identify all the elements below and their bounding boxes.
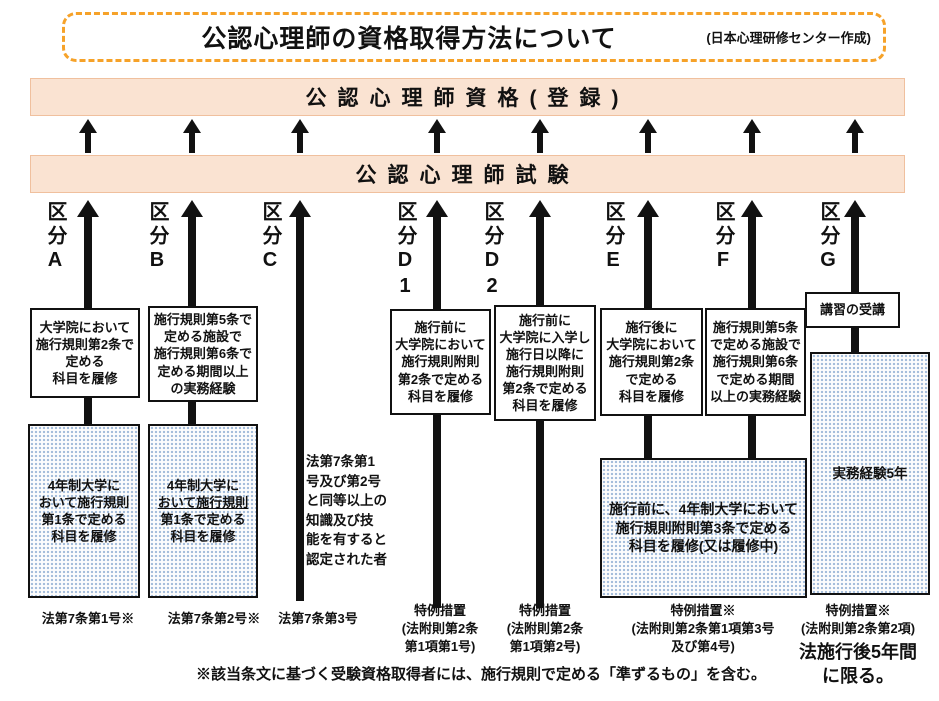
page-title: 公認心理師の資格取得方法について [201,25,617,53]
column-label-b: 区分B [146,201,168,275]
registration-bar: 公認心理師資格(登録) [30,78,905,116]
column-label-d2: 区分D2 [481,201,503,301]
route-d2-connector [536,421,544,608]
exam-bar: 公認心理師試験 [30,155,905,193]
route-a-arrow [77,200,99,308]
route-g-experience-box: 実務経験5年 [810,352,930,595]
route-e-arrow [637,200,659,308]
route-b-connector [188,402,196,424]
route-g-arrow [844,200,866,292]
route-ef-university-box: 施行前に、4年制大学において 施行規則附則第3条で定める 科目を履修(又は履修中… [600,458,807,598]
route-f-experience-box: 施行規則第5条 で定める施設で 施行規則第6条 で定める期間 以上の実務経験 [705,308,806,416]
law-ref-d2: 特例措置 (法附則第2条 第1項第2号) [506,603,584,655]
law-ref-b: 法第7条第2号※ [167,611,261,626]
exam-to-registration-arrow [846,119,864,153]
credit-label: (日本心理研修センター作成) [706,30,871,46]
route-d2-arrow [529,200,551,305]
route-g-connector [851,328,859,352]
exam-to-registration-arrow [291,119,309,153]
title-box: 公認心理師の資格取得方法について (日本心理研修センター作成) [62,12,886,62]
route-d1-arrow [426,200,448,309]
exam-to-registration-arrow [183,119,201,153]
law-ref-ef: 特例措置※ (法附則第2条第1項第3号 及び第4号) [631,603,775,655]
route-e-connector [644,416,652,458]
route-a-gradschool-box: 大学院において 施行規則第2条で 定める 科目を履修 [30,308,140,398]
exam-to-registration-arrow [531,119,549,153]
law-ref-c: 法第7条第3号 [278,611,358,626]
law-ref-g-limit: 法施行後5年間 に限る。 [798,642,917,687]
column-label-g: 区分G [817,201,839,275]
route-b-arrow [181,200,203,306]
route-f-connector [748,416,756,458]
column-label-e: 区分E [602,201,624,275]
exam-bar-label: 公認心理師試験 [355,164,580,187]
route-d1-connector [433,415,441,608]
route-b-experience-box: 施行規則第5条で 定める施設で 施行規則第6条で 定める期間以上 の実務経験 [148,306,258,402]
column-label-c: 区分C [259,201,281,275]
exam-to-registration-arrow [79,119,97,153]
column-label-d1: 区分D1 [394,201,416,301]
column-label-f: 区分F [712,201,734,275]
route-e-gradschool-box: 施行後に 大学院において 施行規則第2条 で定める 科目を履修 [600,308,703,416]
route-c-equivalent-text: 法第7条第1 号及び第2号 と同等以上の 知識及び技 能を有すると 認定された者 [306,454,387,567]
route-c-arrow [289,200,311,601]
route-g-course-box: 講習の受講 [805,292,900,328]
law-ref-g: 特例措置※ (法附則第2条第2項) [800,603,916,637]
law-ref-a: 法第7条第1号※ [41,611,135,626]
column-label-a: 区分A [44,201,66,275]
route-d2-gradschool-box: 施行前に 大学院に入学し 施行日以降に 施行規則附則 第2条で定める 科目を履修 [494,305,596,421]
route-a-connector [84,398,92,424]
route-a-university-box: 4年制大学に おいて施行規則 第1条で定める 科目を履修 [28,424,140,598]
route-b-university-box: 4年制大学に おいて施行規則 第1条で定める 科目を履修 [148,424,258,598]
law-ref-d1: 特例措置 (法附則第2条 第1項第1号) [401,603,479,655]
route-d1-gradschool-box: 施行前に 大学院において 施行規則附則 第2条で定める 科目を履修 [390,309,491,415]
exam-to-registration-arrow [428,119,446,153]
footnote: ※該当条文に基づく受験資格取得者には、施行規則で定める「準ずるもの」を含む。 [195,666,766,683]
exam-to-registration-arrow [743,119,761,153]
route-f-arrow [741,200,763,308]
registration-bar-label: 公認心理師資格(登録) [305,87,630,110]
exam-to-registration-arrow [639,119,657,153]
